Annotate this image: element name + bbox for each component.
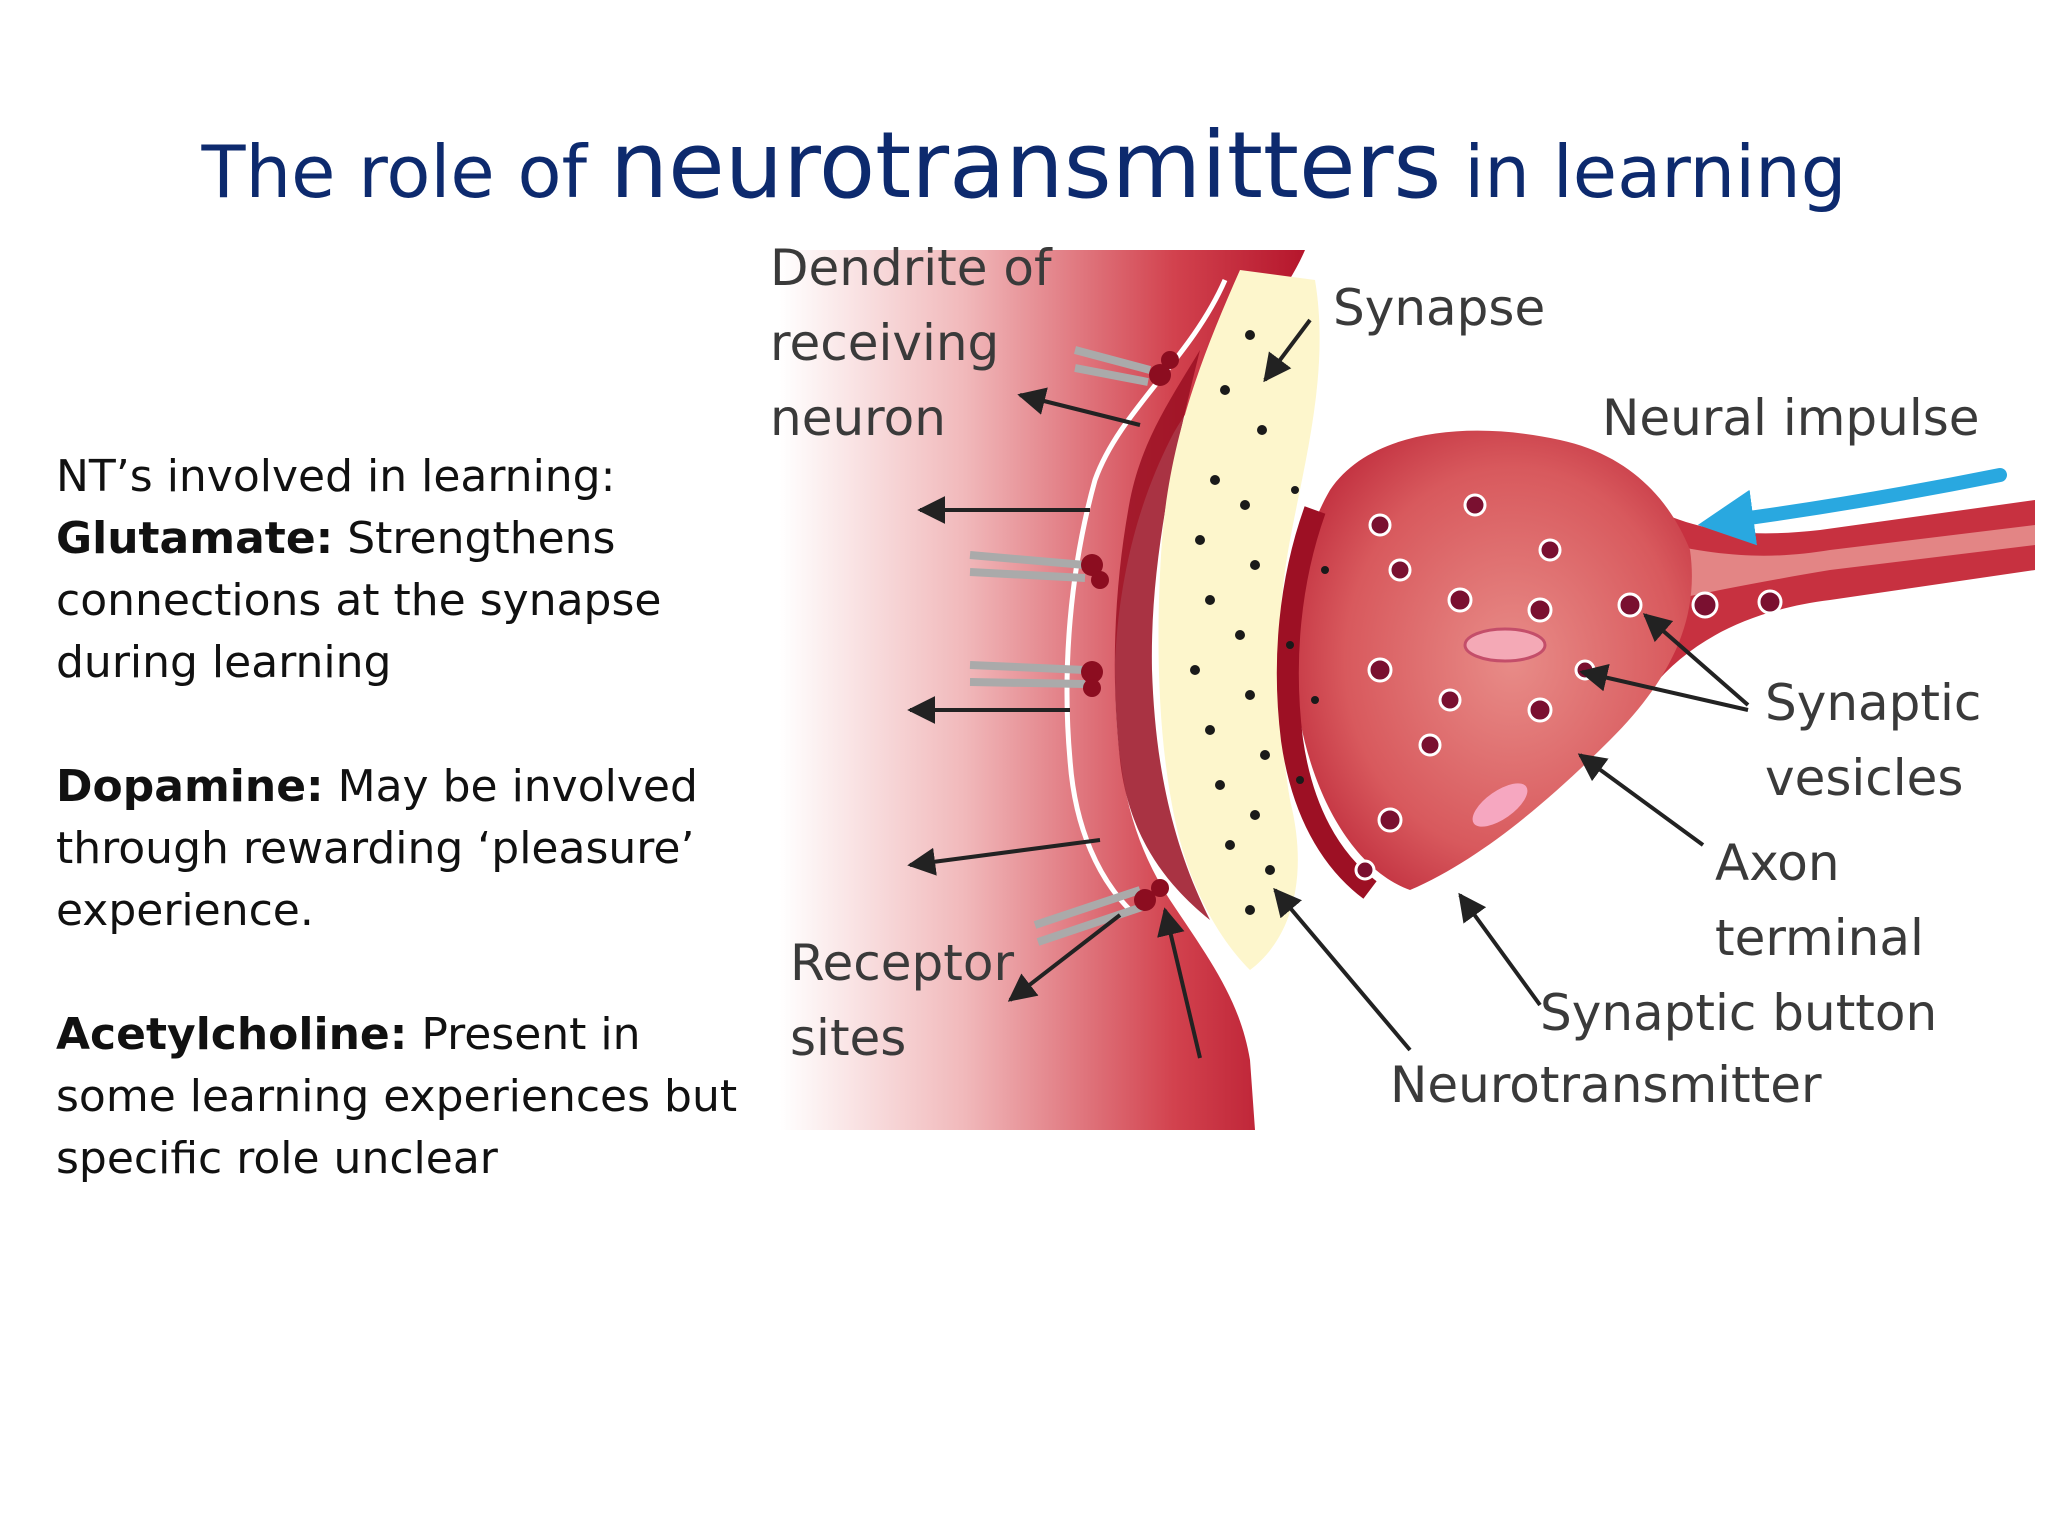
synaptic-vesicles bbox=[1354, 493, 1783, 881]
label-synapse: Synapse bbox=[1333, 279, 1545, 337]
postsynaptic-density bbox=[1114, 350, 1210, 920]
acetylcholine-item: Acetylcholine: Present in some learning … bbox=[56, 1004, 746, 1190]
axon-highlight bbox=[1650, 525, 2035, 600]
mitochondrion bbox=[1472, 783, 1528, 827]
acetylcholine-text: Present in some learning experiences but… bbox=[56, 1009, 738, 1184]
spacer bbox=[56, 942, 746, 1004]
terminal-membrane bbox=[1276, 506, 1377, 899]
glutamate-item: Glutamate: Strengthens connections at th… bbox=[56, 508, 746, 694]
dopamine-item: Dopamine: May be involved through reward… bbox=[56, 756, 746, 942]
label-synaptic-vesicles-line2: vesicles bbox=[1765, 749, 1964, 807]
synapse-diagram: Dendrite of receiving neuron Synapse Neu… bbox=[770, 240, 2038, 1140]
synaptic-cleft bbox=[1158, 270, 1320, 970]
label-axon-terminal-line1: Axon bbox=[1715, 834, 1840, 892]
glutamate-term: Glutamate: bbox=[56, 513, 334, 564]
neural-impulse-arrow bbox=[1697, 468, 2007, 546]
label-receptor-sites-line2: sites bbox=[790, 1009, 906, 1067]
receptor-sites bbox=[969, 346, 1179, 946]
dopamine-text: May be involved through rewarding ‘pleas… bbox=[56, 761, 698, 936]
label-synaptic-vesicles-line1: Synaptic bbox=[1765, 674, 1981, 732]
intro-line: NT’s involved in learning: bbox=[56, 451, 616, 502]
body-text: NT’s involved in learning: Glutamate: St… bbox=[56, 446, 746, 1190]
title-prefix: The role of bbox=[201, 130, 610, 214]
label-receptor-sites-line1: Receptor bbox=[790, 934, 1014, 992]
glutamate-text: Strengthens connections at the synapse d… bbox=[56, 513, 662, 688]
label-dendrite-line2: receiving bbox=[770, 314, 999, 372]
axon bbox=[1590, 470, 2035, 690]
label-neural-impulse: Neural impulse bbox=[1602, 389, 1980, 447]
title-emphasis: neurotransmitters bbox=[609, 112, 1442, 219]
dopamine-term: Dopamine: bbox=[56, 761, 324, 812]
label-synaptic-button: Synaptic button bbox=[1540, 984, 1937, 1042]
neurotransmitter-particles bbox=[1190, 330, 1329, 915]
mitochondrion bbox=[1463, 627, 1547, 663]
label-dendrite-line3: neuron bbox=[770, 389, 946, 447]
label-neurotransmitter: Neurotransmitter bbox=[1390, 1056, 1822, 1114]
spacer bbox=[56, 694, 746, 756]
acetylcholine-term: Acetylcholine: bbox=[56, 1009, 408, 1060]
annotation-arrows bbox=[907, 318, 1750, 1059]
slide-title: The role of neurotransmitters in learnin… bbox=[0, 120, 2048, 212]
synapse-illustration: Dendrite of receiving neuron Synapse Neu… bbox=[770, 240, 2035, 1130]
label-dendrite-line1: Dendrite of bbox=[770, 240, 1053, 297]
label-axon-terminal-line2: terminal bbox=[1715, 909, 1924, 967]
title-suffix: in learning bbox=[1441, 130, 1847, 214]
